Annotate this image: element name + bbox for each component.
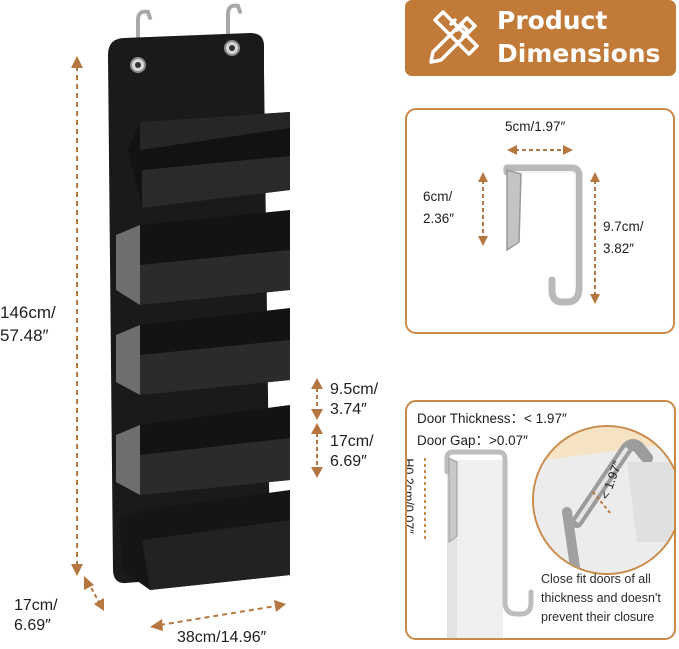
pocket-bottom xyxy=(120,490,290,590)
fit-caption: Close fit doors of all thickness and doe… xyxy=(541,572,661,624)
hook-dimensions-panel: 5cm/1.97″ 6cm/ 2.36″ 9.7cm/ 3.82″ xyxy=(405,108,675,334)
depth-label: 17cm/ 6.69″ xyxy=(14,597,58,634)
width-arrow xyxy=(159,605,277,626)
gap-vertical-label: H0.2cm/0.07″ xyxy=(405,458,416,534)
top-hook-right xyxy=(226,3,242,50)
shelf-gap-label: 9.5cm/ 3.74″ xyxy=(330,381,379,418)
door-thickness-label: Door Thickness：< 1.97″ xyxy=(417,411,567,426)
door-gap-label: Door Gap：>0.07″ xyxy=(417,433,528,448)
inner-depth-label: 6cm/ 2.36″ xyxy=(423,189,455,226)
total-height-label: 146cm/ 57.48″ xyxy=(0,303,56,345)
hook-height-label: 9.7cm/ 3.82″ xyxy=(603,219,644,256)
product-dimensions-banner: Product Dimensions xyxy=(405,0,676,76)
pencil-ruler-icon xyxy=(429,10,479,64)
door-hook-illustration xyxy=(424,425,674,638)
pocket-2 xyxy=(116,210,290,305)
pocket-4 xyxy=(116,405,290,495)
width-label: 38cm/14.96″ xyxy=(177,629,267,646)
top-hook-left xyxy=(136,9,152,52)
door-fit-panel: Door Thickness：< 1.97″ Door Gap：>0.07″ H… xyxy=(405,400,676,640)
hook-illustration xyxy=(478,145,600,306)
hook-width-label: 5cm/1.97″ xyxy=(505,119,566,134)
banner-title: Product Dimensions xyxy=(497,6,661,68)
pocket-height-label: 17cm/ 6.69″ xyxy=(330,433,374,470)
pocket-3 xyxy=(116,308,290,395)
